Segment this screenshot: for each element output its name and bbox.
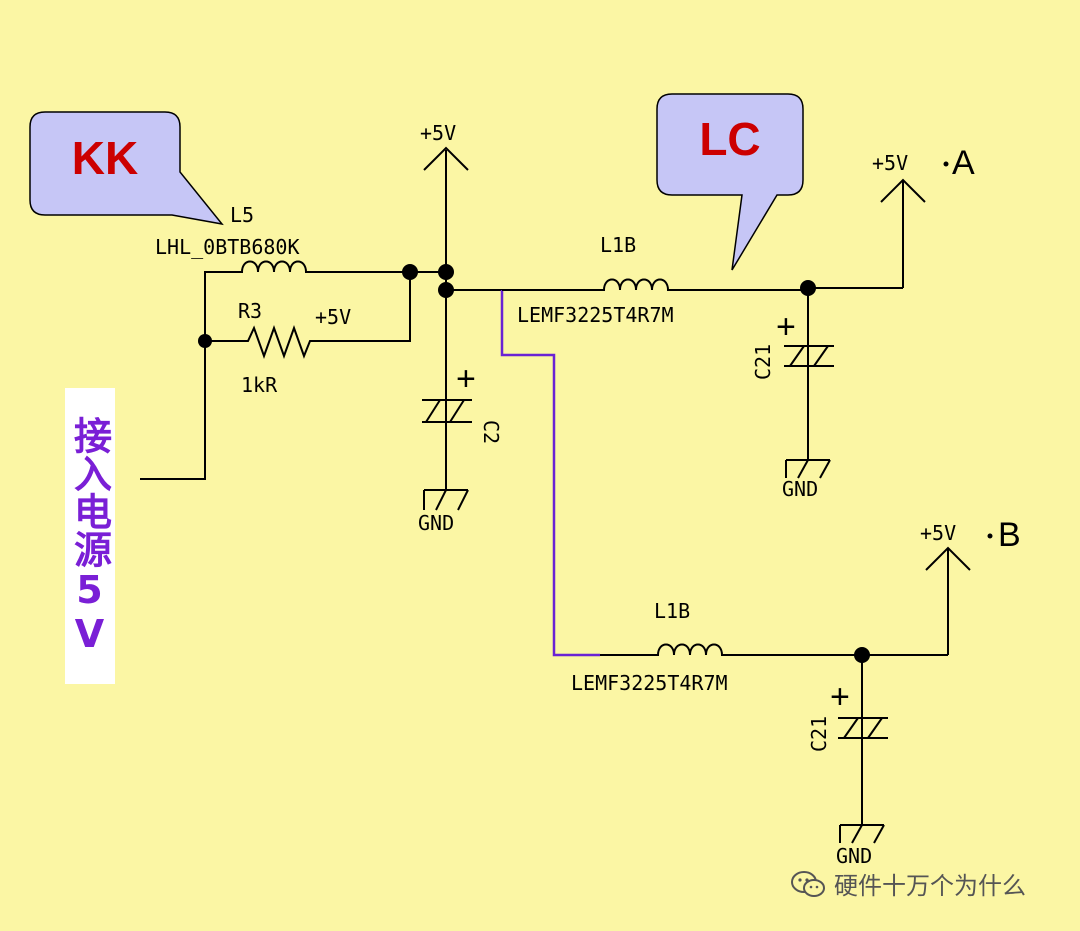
l5-part: LHL_0BTB680K xyxy=(155,235,300,259)
callout-lc: LC xyxy=(656,93,804,271)
callout-kk-text: KK xyxy=(72,132,138,184)
input-label: 接入电源5V xyxy=(67,416,112,656)
l1b-a-part: LEMF3225T4R7M xyxy=(517,303,674,327)
capacitor-c21-b: + C21 xyxy=(807,655,888,825)
branch-wire xyxy=(500,290,600,657)
rail-a-label: +5V xyxy=(872,151,908,175)
rail-b-suffix: B xyxy=(998,516,1021,554)
c21-a-ref: C21 xyxy=(751,344,775,380)
input-wires xyxy=(140,271,240,480)
gnd-b-label: GND xyxy=(836,844,872,868)
r3-rail-label: +5V xyxy=(315,305,351,329)
resistor-r3: R3 1kR +5V xyxy=(238,272,411,397)
watermark: 硬件十万个为什么 xyxy=(790,866,1026,901)
l5-ref: L5 xyxy=(230,203,254,227)
rail-top: +5V xyxy=(420,121,469,171)
l1b-b-ref: L1B xyxy=(654,599,690,623)
rail-a-suffix: A xyxy=(952,144,975,182)
gnd-a-label: GND xyxy=(782,477,818,501)
r3-ref: R3 xyxy=(238,299,262,323)
gnd-c2-label: GND xyxy=(418,511,454,535)
capacitor-c2: + C2 xyxy=(422,360,503,444)
callout-lc-text: LC xyxy=(699,113,760,165)
inductor-l5: L5 LHL_0BTB680K xyxy=(155,203,410,273)
c21-a-plus: + xyxy=(776,308,796,346)
c21-b-ref: C21 xyxy=(807,716,831,752)
rail-b-label: +5V xyxy=(920,521,956,545)
gnd-b: GND xyxy=(836,824,885,868)
wechat-icon xyxy=(791,870,825,897)
c2-plus: + xyxy=(456,360,476,398)
gnd-c2: GND xyxy=(418,489,469,535)
rail-top-label: +5V xyxy=(420,121,456,145)
l1b-a-ref: L1B xyxy=(600,233,636,257)
c21-b-plus: + xyxy=(830,678,850,716)
l1b-b-part: LEMF3225T4R7M xyxy=(571,671,728,695)
r3-value: 1kR xyxy=(241,373,278,397)
capacitor-c21-a: + C21 xyxy=(751,288,834,460)
gnd-a: GND xyxy=(782,459,831,501)
callout-kk: KK xyxy=(29,111,224,226)
c2-ref: C2 xyxy=(479,420,503,444)
inductor-l1b-a: L1B LEMF3225T4R7M +5V A xyxy=(502,144,975,327)
input-label-box: 接入电源5V xyxy=(65,388,115,684)
inductor-l1b-b: L1B LEMF3225T4R7M +5V B xyxy=(571,516,1021,695)
main-bus xyxy=(402,150,502,490)
watermark-text: 硬件十万个为什么 xyxy=(834,872,1026,900)
